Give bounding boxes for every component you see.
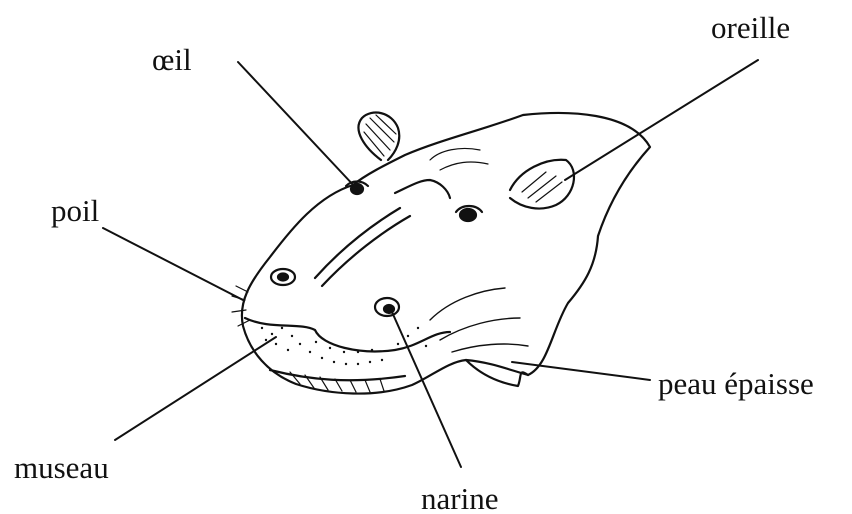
leader-narine bbox=[392, 312, 461, 467]
label-peau-epaisse: peau épaisse bbox=[658, 368, 814, 399]
leader-oreille bbox=[565, 60, 758, 180]
label-poil: poil bbox=[51, 195, 99, 226]
leader-museau bbox=[115, 337, 276, 440]
jaw-shading bbox=[290, 372, 384, 392]
skin-folds bbox=[430, 288, 528, 352]
label-oreille: oreille bbox=[711, 12, 790, 43]
front-nostril-hole bbox=[278, 274, 288, 281]
label-oeil: œil bbox=[152, 44, 192, 75]
right-eye bbox=[460, 209, 476, 221]
label-narine: narine bbox=[421, 483, 498, 514]
brow-ridge bbox=[395, 180, 450, 198]
label-museau: museau bbox=[14, 452, 109, 483]
hippo-head-outline bbox=[242, 113, 650, 394]
left-ear-outline bbox=[358, 113, 399, 160]
right-ear-shading bbox=[522, 172, 562, 202]
leader-poil bbox=[103, 228, 243, 300]
mouth-line bbox=[245, 318, 450, 351]
right-ear-outline bbox=[510, 160, 574, 209]
leader-oeil bbox=[238, 62, 357, 189]
head-top-texture bbox=[430, 148, 488, 170]
nose-bridge bbox=[315, 208, 410, 286]
